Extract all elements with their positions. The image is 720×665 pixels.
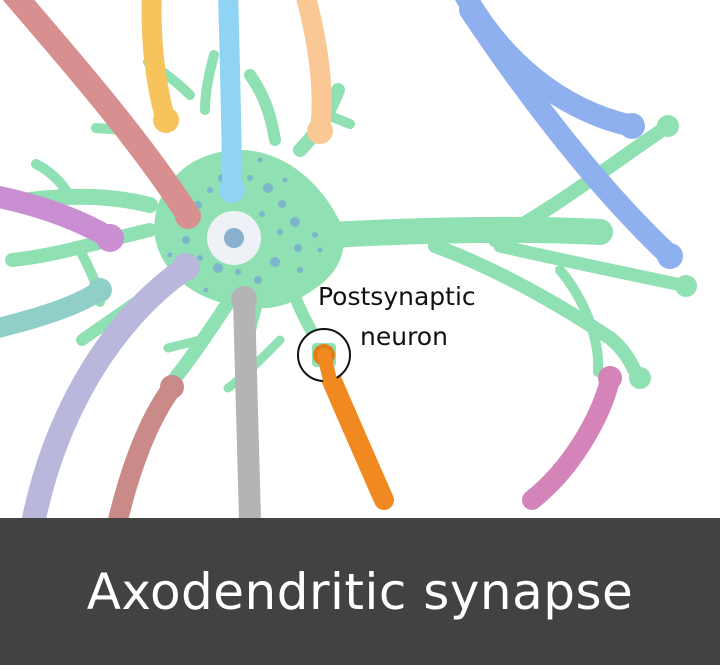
caption-bar: Axodendritic synapse — [0, 518, 720, 665]
axon-blue-lower — [459, 0, 681, 267]
neuron-diagram: Postsynaptic neuron — [0, 0, 697, 518]
axon-terminals — [88, 107, 683, 399]
axon-pink — [522, 370, 620, 510]
axon-yellow — [141, 0, 175, 128]
axon-teal — [0, 280, 110, 338]
axon-lightblue — [218, 0, 242, 198]
nucleus — [224, 228, 244, 248]
dendrite-tips — [629, 115, 697, 389]
highlighted-synapse — [297, 328, 351, 387]
axon-rose — [108, 378, 182, 518]
soma-granules — [167, 157, 323, 293]
axon-lavender — [21, 256, 198, 518]
axon-gray — [233, 289, 261, 518]
postsynaptic-label-line2: neuron — [360, 322, 448, 351]
caption-text: Axodendritic synapse — [86, 562, 634, 621]
axon-peach — [296, 0, 332, 140]
axon-red — [2, 0, 200, 227]
postsynaptic-label-line1: Postsynaptic — [318, 282, 476, 311]
